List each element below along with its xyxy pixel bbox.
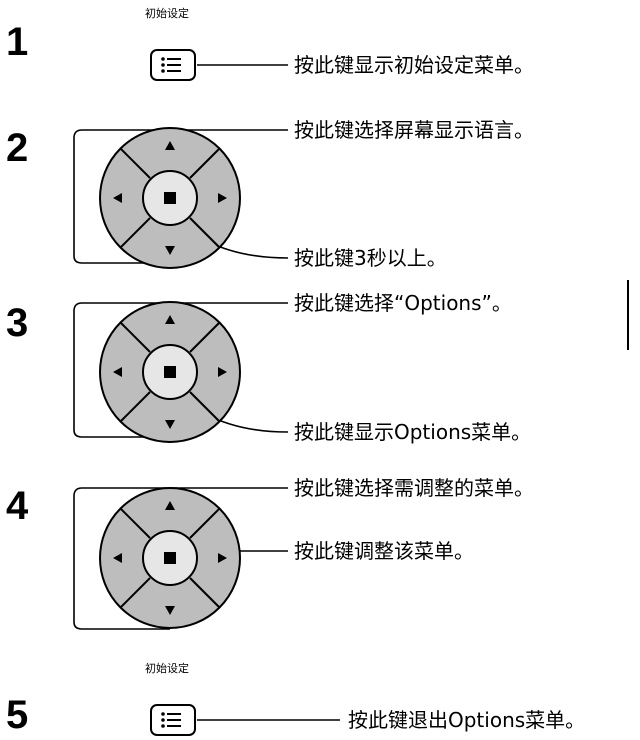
direction-pad-icon[interactable] xyxy=(95,123,245,273)
step-note: 按此键显示Options菜单。 xyxy=(294,420,532,444)
step-note: 按此键调整该菜单。 xyxy=(294,539,474,563)
button-caption: 初始设定 xyxy=(145,662,189,675)
step-note: 按此键退出Options菜单。 xyxy=(348,708,586,732)
button-caption: 初始设定 xyxy=(145,7,189,20)
menu-list-icon[interactable] xyxy=(149,703,197,737)
margin-bar xyxy=(627,280,629,350)
step-number: 1 xyxy=(6,20,29,64)
step-note: 按此键3秒以上。 xyxy=(294,246,447,270)
direction-pad-icon[interactable] xyxy=(95,483,245,633)
step-note: 按此键选择“Options”。 xyxy=(294,291,512,315)
step-number: 5 xyxy=(6,693,29,737)
step-note: 按此键显示初始设定菜单。 xyxy=(294,53,534,77)
step-note: 按此键选择屏幕显示语言。 xyxy=(294,118,534,142)
direction-pad-icon[interactable] xyxy=(95,297,245,447)
step-number: 4 xyxy=(6,484,29,528)
step-note: 按此键选择需调整的菜单。 xyxy=(294,476,534,500)
step-number: 3 xyxy=(6,301,29,345)
step-number: 2 xyxy=(6,126,29,170)
menu-list-icon[interactable] xyxy=(149,48,197,82)
